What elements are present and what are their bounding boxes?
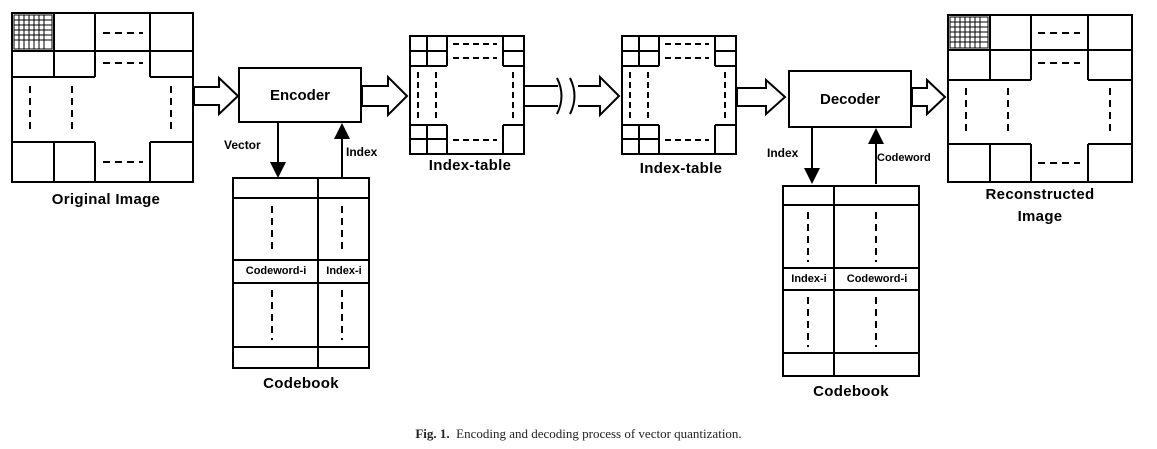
- caption-text: Encoding and decoding process of vector …: [456, 426, 742, 441]
- index-table-1-grid: [409, 35, 525, 155]
- original-image-label: Original Image: [51, 191, 161, 208]
- vector-label: Vector: [224, 138, 261, 152]
- original-image-grid: [11, 12, 194, 183]
- reconstructed-pixel-grid: [949, 16, 989, 49]
- codeword-label: Codeword: [877, 152, 931, 164]
- arrow-decoder-to-reconstructed: [911, 77, 947, 117]
- index-label-decoder: Index: [767, 146, 799, 160]
- index-table-label-2: Index-table: [639, 160, 723, 177]
- codebook-1-index-cell: Index-i: [326, 265, 362, 277]
- codebook-2-codeword-cell: Codeword-i: [846, 273, 908, 285]
- caption-prefix: Fig. 1.: [415, 426, 450, 441]
- decoder-label: Decoder: [819, 90, 881, 108]
- codebook-label-1: Codebook: [263, 375, 339, 392]
- figure-caption: Fig. 1. Encoding and decoding process of…: [0, 426, 1157, 442]
- transmission-arrow: [525, 74, 621, 118]
- codebook-2-table: [782, 185, 920, 377]
- arrow-encoder-to-index-table: [361, 74, 409, 118]
- reconstructed-label-line1: Reconstructed: [985, 186, 1095, 203]
- index-table-2-grid: [621, 35, 737, 155]
- encoder-box: [238, 67, 362, 123]
- encoder-label: Encoder: [269, 86, 330, 104]
- index-label-encoder: Index: [346, 145, 378, 159]
- index-table-label-1: Index-table: [428, 157, 512, 174]
- reconstructed-label-line2: Image: [1017, 208, 1063, 225]
- reconstructed-image-grid: [947, 14, 1133, 183]
- original-image-pixel-grid: [13, 14, 53, 50]
- codebook-1-codeword-cell: Codeword-i: [245, 265, 307, 277]
- arrow-original-to-encoder: [193, 75, 240, 117]
- codebook-label-2: Codebook: [813, 383, 889, 400]
- codebook-1-table: [232, 177, 370, 369]
- codebook-2-index-cell: Index-i: [791, 273, 827, 285]
- arrow-index-table-to-decoder: [736, 77, 787, 117]
- vq-diagram: [11, 12, 1133, 377]
